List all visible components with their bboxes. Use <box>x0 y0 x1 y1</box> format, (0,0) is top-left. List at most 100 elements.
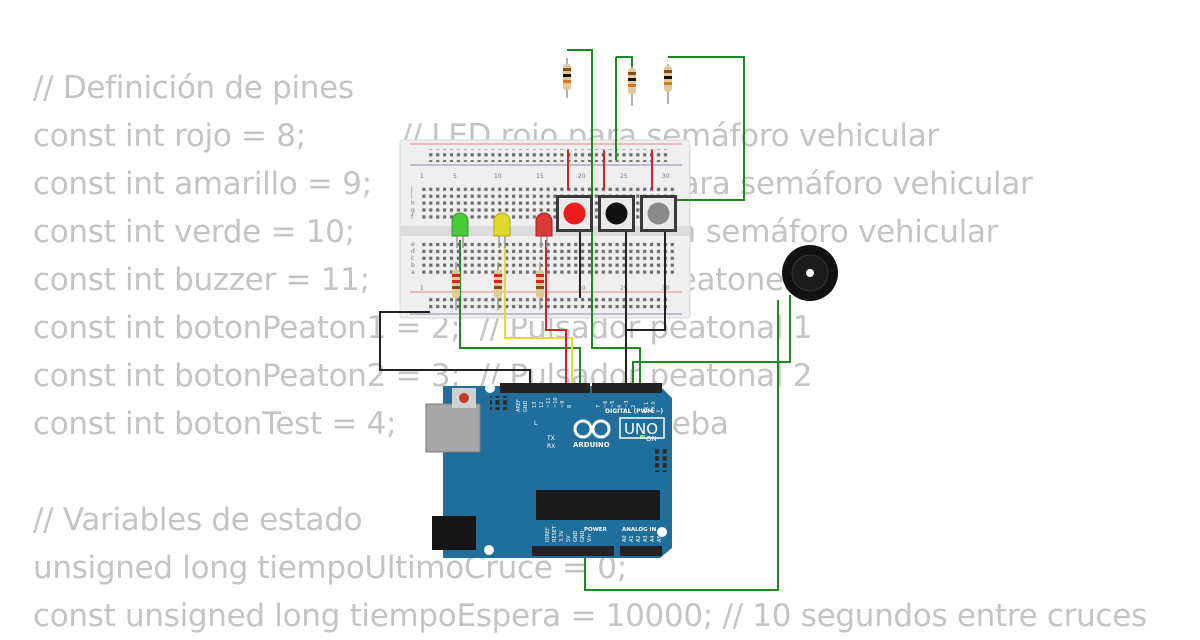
analog-label: ANALOG IN <box>622 527 657 533</box>
code-line: // Variables de estado <box>33 502 363 538</box>
bottom-power-rail-holes <box>427 297 669 310</box>
uno-model-label: UNO <box>624 420 658 438</box>
l-led-label: L <box>534 420 538 427</box>
led-yellow <box>493 212 511 248</box>
arduino-logo-text: ARDUINO <box>573 441 610 449</box>
pin-4-label: 4 <box>617 405 623 408</box>
uno-label-box <box>619 417 665 439</box>
resistor-led-green <box>452 262 460 310</box>
pin-3-label: ~3 <box>624 401 630 408</box>
pin-a5-label: A5 <box>657 535 663 542</box>
code-line: // Definición de pines <box>33 70 354 106</box>
bb-col-1-bottom: 1 <box>420 285 424 292</box>
bb-col-20-bottom: 20 <box>578 285 586 292</box>
mounting-hole <box>485 383 495 393</box>
pin-a4-label: A4 <box>650 535 656 542</box>
pin-gnd-label: GND <box>573 530 579 542</box>
on-led-label: ON <box>646 435 657 443</box>
digital-header-left <box>500 383 590 393</box>
pin-ioref-label: IOREF <box>545 527 551 542</box>
wire-green-button3 <box>668 56 745 201</box>
reset-button[interactable] <box>459 393 469 403</box>
resistors-top <box>563 58 672 106</box>
pin-rx-label: RX 0 <box>651 401 657 413</box>
analog-header <box>620 546 662 556</box>
digital-label: DIGITAL (PWM ~) <box>605 408 663 415</box>
icsp-header-2 <box>654 448 668 472</box>
arduino-uno: AREF GND DIGITAL (PWM ~) L TX RX ON UNO … <box>425 383 672 558</box>
resistor-button3 <box>664 64 672 104</box>
bb-row-d: d <box>411 248 415 255</box>
pin-6-label: ~6 <box>603 401 609 408</box>
tx-label: TX <box>546 435 555 442</box>
code-line: const unsigned long tiempoEspera = 10000… <box>33 598 1147 634</box>
icsp-header <box>490 396 510 410</box>
resistor-button2 <box>628 66 636 106</box>
bb-row-f: f <box>411 214 414 221</box>
led-green <box>451 212 469 248</box>
pin-tx-label: TX 1 <box>644 402 650 414</box>
bb-col-25: 25 <box>620 173 628 180</box>
push-buttons <box>556 195 677 232</box>
power-header <box>532 546 614 556</box>
wire-yellow-led <box>504 245 573 385</box>
bb-row-b: b <box>411 262 415 269</box>
code-line: const int rojo = 8; // LED rojo para sem… <box>33 118 939 154</box>
power-jack <box>432 516 476 550</box>
pushbutton-gray[interactable] <box>640 195 677 232</box>
mounting-hole <box>657 527 667 537</box>
resistor-led-yellow <box>494 262 502 310</box>
on-led <box>640 435 645 439</box>
wire-green-buzzer <box>632 295 791 385</box>
pin-12-label: 12 <box>539 402 545 408</box>
pin-3v3-label: 3.3V <box>559 530 565 542</box>
pin-7-label: 7 <box>596 405 602 408</box>
pin-a3-label: A3 <box>643 535 649 542</box>
bb-row-a: a <box>411 269 415 276</box>
pin-8-label: 8 <box>567 405 573 408</box>
aref-label: AREF <box>516 399 522 412</box>
pin-2-label: 2 <box>631 405 637 408</box>
bb-col-25-bottom: 25 <box>620 285 628 292</box>
wire-green-resistor2 <box>616 56 633 68</box>
bb-row-g: g <box>411 207 415 214</box>
pin-10-label: ~10 <box>553 397 559 408</box>
rx-label: RX <box>547 443 555 450</box>
pin-5-label: ~5 <box>610 401 616 408</box>
leds <box>451 212 553 248</box>
pin-9-label: ~9 <box>560 401 566 408</box>
wire-green-buzzer-gnd <box>584 300 779 591</box>
atmega-chip <box>536 490 660 520</box>
wire-black-button3 <box>627 232 666 331</box>
wires <box>379 49 803 591</box>
bb-col-15: 15 <box>536 173 544 180</box>
pin-vin-label: Vin <box>587 534 593 542</box>
bb-col-20: 20 <box>578 173 586 180</box>
digital-header-right <box>592 383 662 393</box>
wire-black-gnd <box>379 311 531 385</box>
pin-gnd2-label: GND <box>580 530 586 542</box>
pin-a1-label: A1 <box>629 535 635 542</box>
bb-row-c: c <box>411 255 414 262</box>
bb-col-10: 10 <box>494 173 502 180</box>
bb-col-30: 30 <box>662 173 670 180</box>
wire-green-button1 <box>567 49 641 385</box>
buzzer <box>782 245 838 301</box>
pin-11-label: ~11 <box>546 397 552 408</box>
led-red <box>535 212 553 248</box>
mounting-hole <box>484 545 494 555</box>
pushbutton-black[interactable] <box>598 195 635 232</box>
resistors-leds <box>452 262 544 310</box>
pin-5v-label: 5V <box>566 535 572 542</box>
pushbutton-red[interactable] <box>556 195 593 232</box>
bb-row-e: e <box>411 241 415 248</box>
bb-row-i: i <box>411 193 413 200</box>
pin-a2-label: A2 <box>636 535 642 542</box>
bb-col-1: 1 <box>420 173 424 180</box>
resistor-led-red <box>536 262 544 310</box>
pin-13-label: 13 <box>532 402 538 408</box>
power-label: POWER <box>584 527 608 533</box>
wire-red-led <box>545 240 567 385</box>
bb-col-5: 5 <box>453 173 457 180</box>
